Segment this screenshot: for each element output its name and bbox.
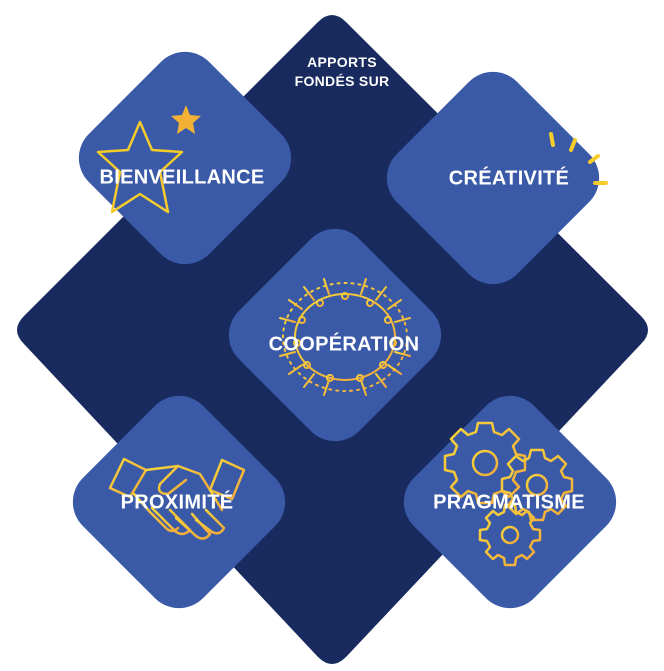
label-cooperation: COOPÉRATION <box>268 333 420 356</box>
label-bienveillance: BIENVEILLANCE <box>99 166 265 189</box>
label-pragmatisme: PRAGMATISME <box>433 491 585 514</box>
tile-proximite <box>72 395 286 609</box>
label-creativite: CRÉATIVITÉ <box>448 167 570 190</box>
header-line-2: FONDÉS SUR <box>294 73 390 89</box>
tile-creativite <box>386 71 600 285</box>
tile-bienveillance <box>78 51 292 265</box>
star-icon <box>96 105 201 214</box>
spark-icon <box>549 132 608 185</box>
people-circle-icon <box>276 275 414 399</box>
label-proximite: PROXIMITÉ <box>120 491 234 514</box>
header-title: APPORTS FONDÉS SUR <box>295 53 390 91</box>
header-line-1: APPORTS <box>307 54 377 70</box>
tile-cooperation <box>228 228 442 442</box>
handshake-icon <box>108 457 246 540</box>
gears-icon <box>443 421 574 567</box>
